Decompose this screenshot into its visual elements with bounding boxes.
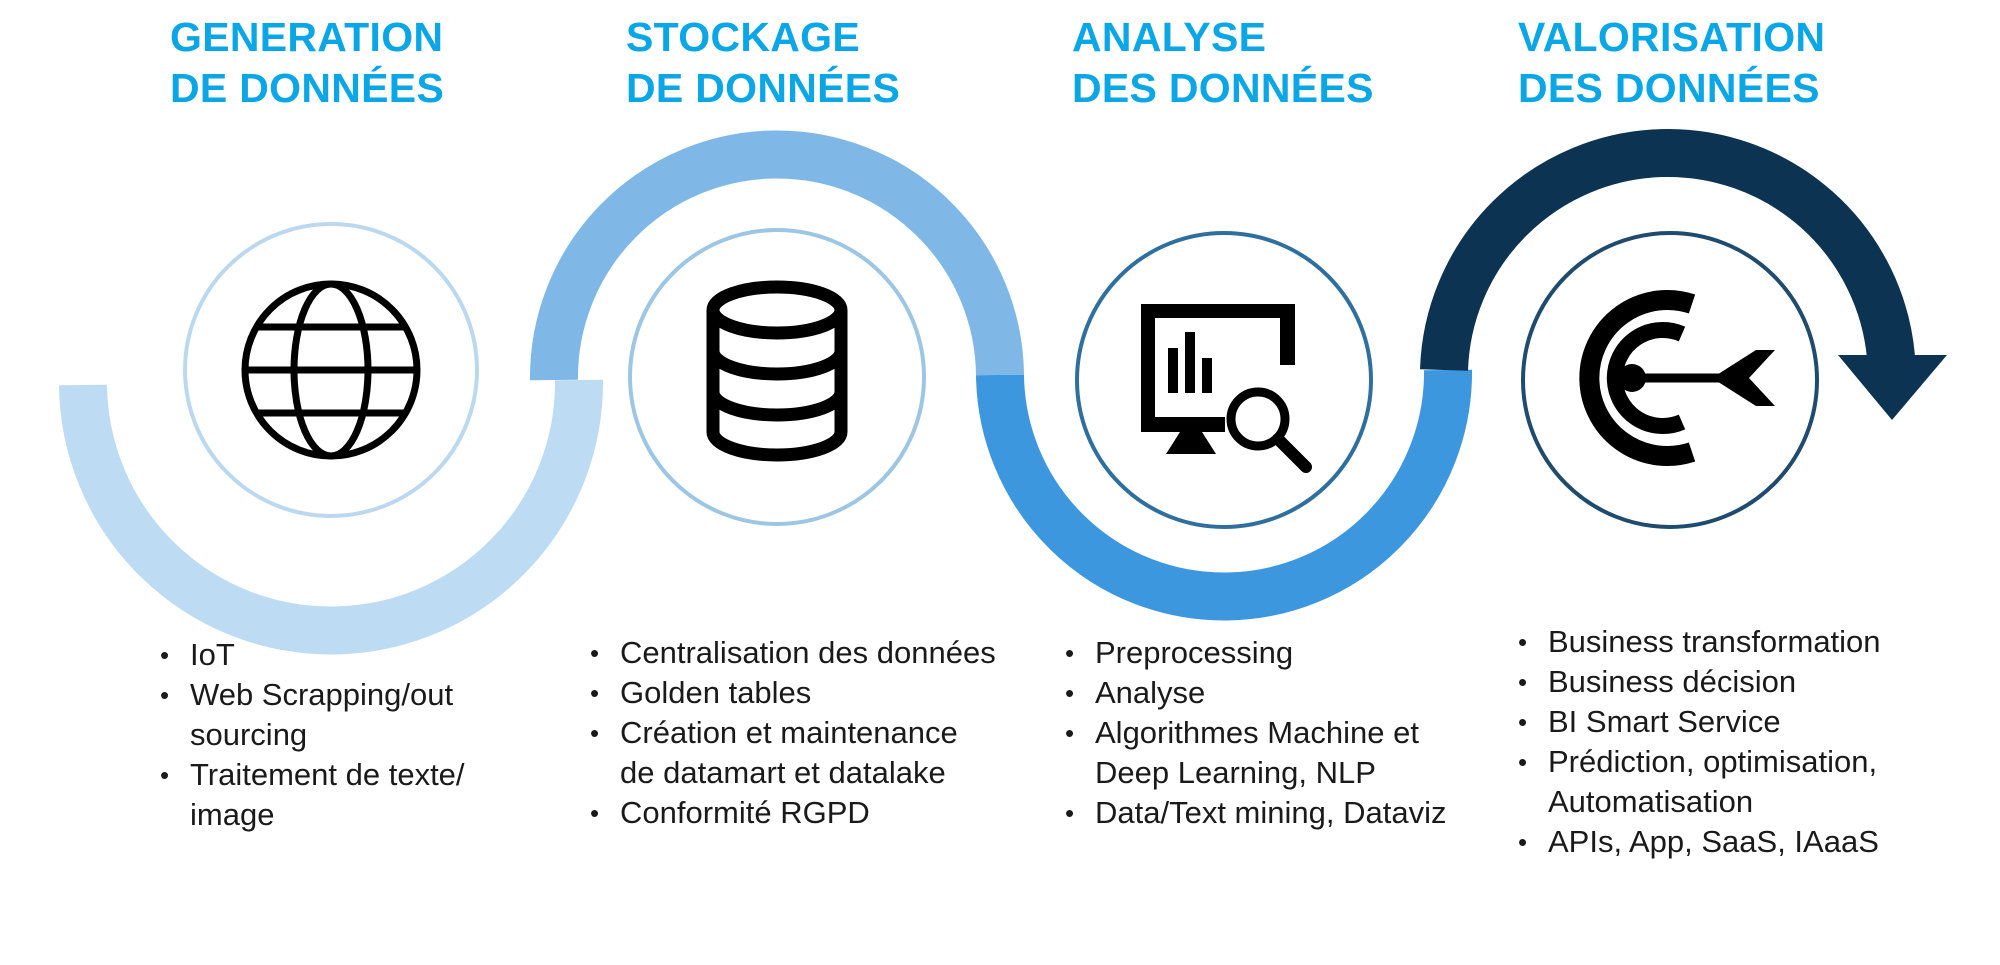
stage-title-analyse: ANALYSE DES DONNÉES [1072, 12, 1374, 114]
stage-title-stockage: STOCKAGE DE DONNÉES [626, 12, 900, 114]
title-line: DES DONNÉES [1518, 65, 1820, 111]
stage-list-valorisation: Business transformation Business décisio… [1518, 622, 1958, 862]
list-item: Business décision [1518, 662, 1958, 702]
title-line: GENERATION [170, 14, 444, 60]
list-item: Traitement de texte/ image [160, 755, 520, 835]
title-line: DES DONNÉES [1072, 65, 1374, 111]
target-arrow-icon [1579, 290, 1775, 466]
stage-title-valorisation: VALORISATION DES DONNÉES [1518, 12, 1825, 114]
title-line: VALORISATION [1518, 14, 1826, 60]
stage-title-generation: GENERATION DE DONNÉES [170, 12, 444, 114]
list-item: Web Scrapping/out sourcing [160, 675, 520, 755]
analytics-monitor-icon [1141, 304, 1312, 473]
list-item: Conformité RGPD [590, 793, 1000, 833]
title-line: DE DONNÉES [626, 65, 901, 111]
band-segment-analyse [976, 369, 1473, 621]
list-item: Analyse [1065, 673, 1475, 713]
list-item: Data/Text mining, Dataviz [1065, 793, 1475, 833]
database-icon [706, 280, 848, 462]
list-item: Golden tables [590, 673, 1000, 713]
ring-analyse [1075, 231, 1373, 529]
list-item: Preprocessing [1065, 633, 1475, 673]
stage-list-stockage: Centralisation des données Golden tables… [590, 633, 1000, 833]
list-item: APIs, App, SaaS, IAaaS [1518, 822, 1958, 862]
title-line: DE DONNÉES [170, 65, 445, 111]
band-segment-generation [59, 379, 604, 655]
list-item: Algorithmes Machine et Deep Learning, NL… [1065, 713, 1475, 793]
list-item: Création et maintenance de datamart et d… [590, 713, 1000, 793]
band-segment-valorisation [1420, 128, 1915, 371]
stage-list-generation: IoT Web Scrapping/out sourcing Traitemen… [160, 635, 520, 835]
list-item: Business transformation [1518, 622, 1958, 662]
stage-list-analyse: Preprocessing Analyse Algorithmes Machin… [1065, 633, 1475, 833]
list-item: IoT [160, 635, 520, 675]
title-line: STOCKAGE [626, 14, 861, 60]
title-line: ANALYSE [1072, 14, 1267, 60]
list-item: BI Smart Service [1518, 702, 1958, 742]
list-item: Centralisation des données [590, 633, 1000, 673]
list-item: Prédiction, optimisation, Automatisation [1518, 742, 1958, 822]
globe-icon [241, 280, 421, 460]
arrow-head [1838, 355, 1947, 420]
band-segment-stockage [529, 130, 1024, 381]
